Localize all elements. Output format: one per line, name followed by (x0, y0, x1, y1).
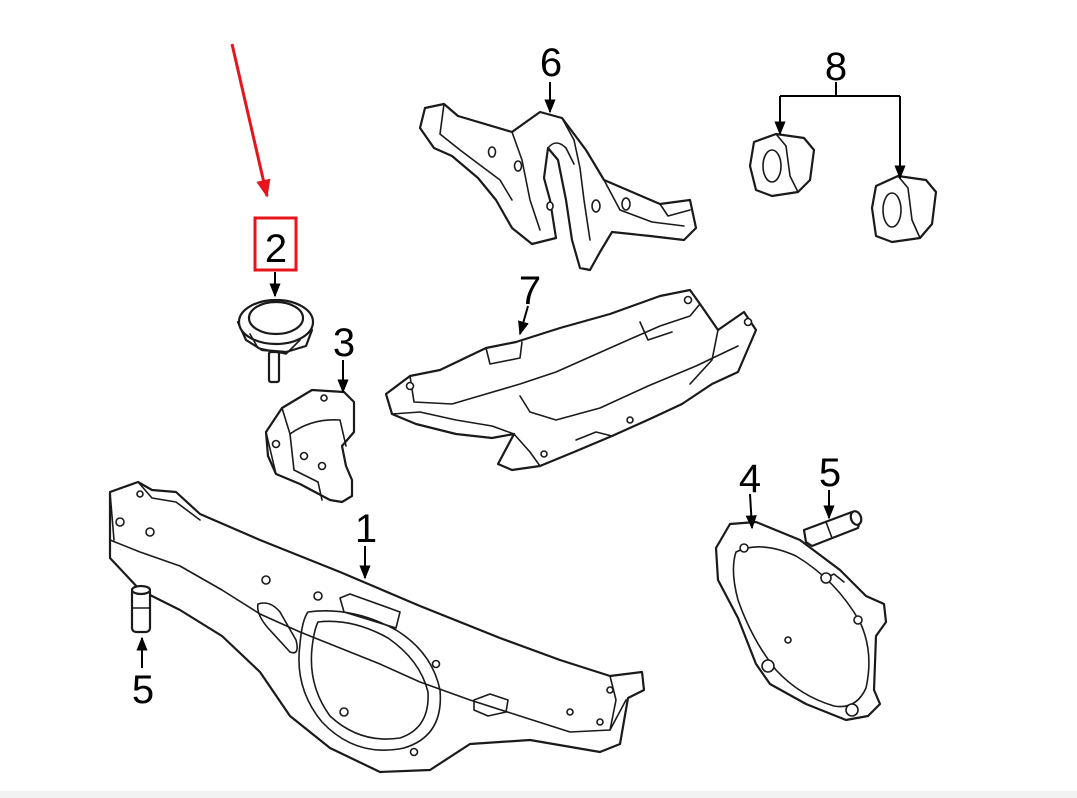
callout-6: 6 (540, 41, 562, 85)
part-2-engine-mount[interactable] (236, 298, 315, 384)
callout-3: 3 (333, 321, 355, 365)
callout-1: 1 (355, 507, 377, 551)
part-7-crossmember[interactable] (384, 288, 758, 472)
callout-8: 8 (825, 45, 847, 89)
leader-lines (136, 82, 906, 668)
highlight-arrow (230, 43, 271, 198)
part-8-insulator-left[interactable] (748, 132, 816, 198)
callout-labels: 6 8 2 7 3 4 5 1 5 (132, 41, 847, 712)
highlight-marker (230, 43, 298, 272)
part-5-dowel-pin-left[interactable] (130, 584, 152, 634)
part-5-dowel-pin-right[interactable] (802, 510, 863, 548)
part-3-mount-bracket[interactable] (264, 388, 356, 504)
part-1-lower-crossmember[interactable] (108, 480, 646, 774)
callout-5-left: 5 (132, 668, 154, 712)
part-8-insulator-right[interactable] (870, 174, 938, 244)
part-6-upper-bracket[interactable] (418, 102, 698, 272)
callout-7: 7 (519, 269, 541, 313)
callout-5-right: 5 (819, 451, 841, 495)
bottom-strip (0, 791, 1077, 798)
part-4-cover-plate[interactable] (714, 520, 888, 722)
callout-4: 4 (739, 457, 761, 501)
callout-2: 2 (265, 227, 287, 271)
highlight-box (253, 216, 298, 272)
